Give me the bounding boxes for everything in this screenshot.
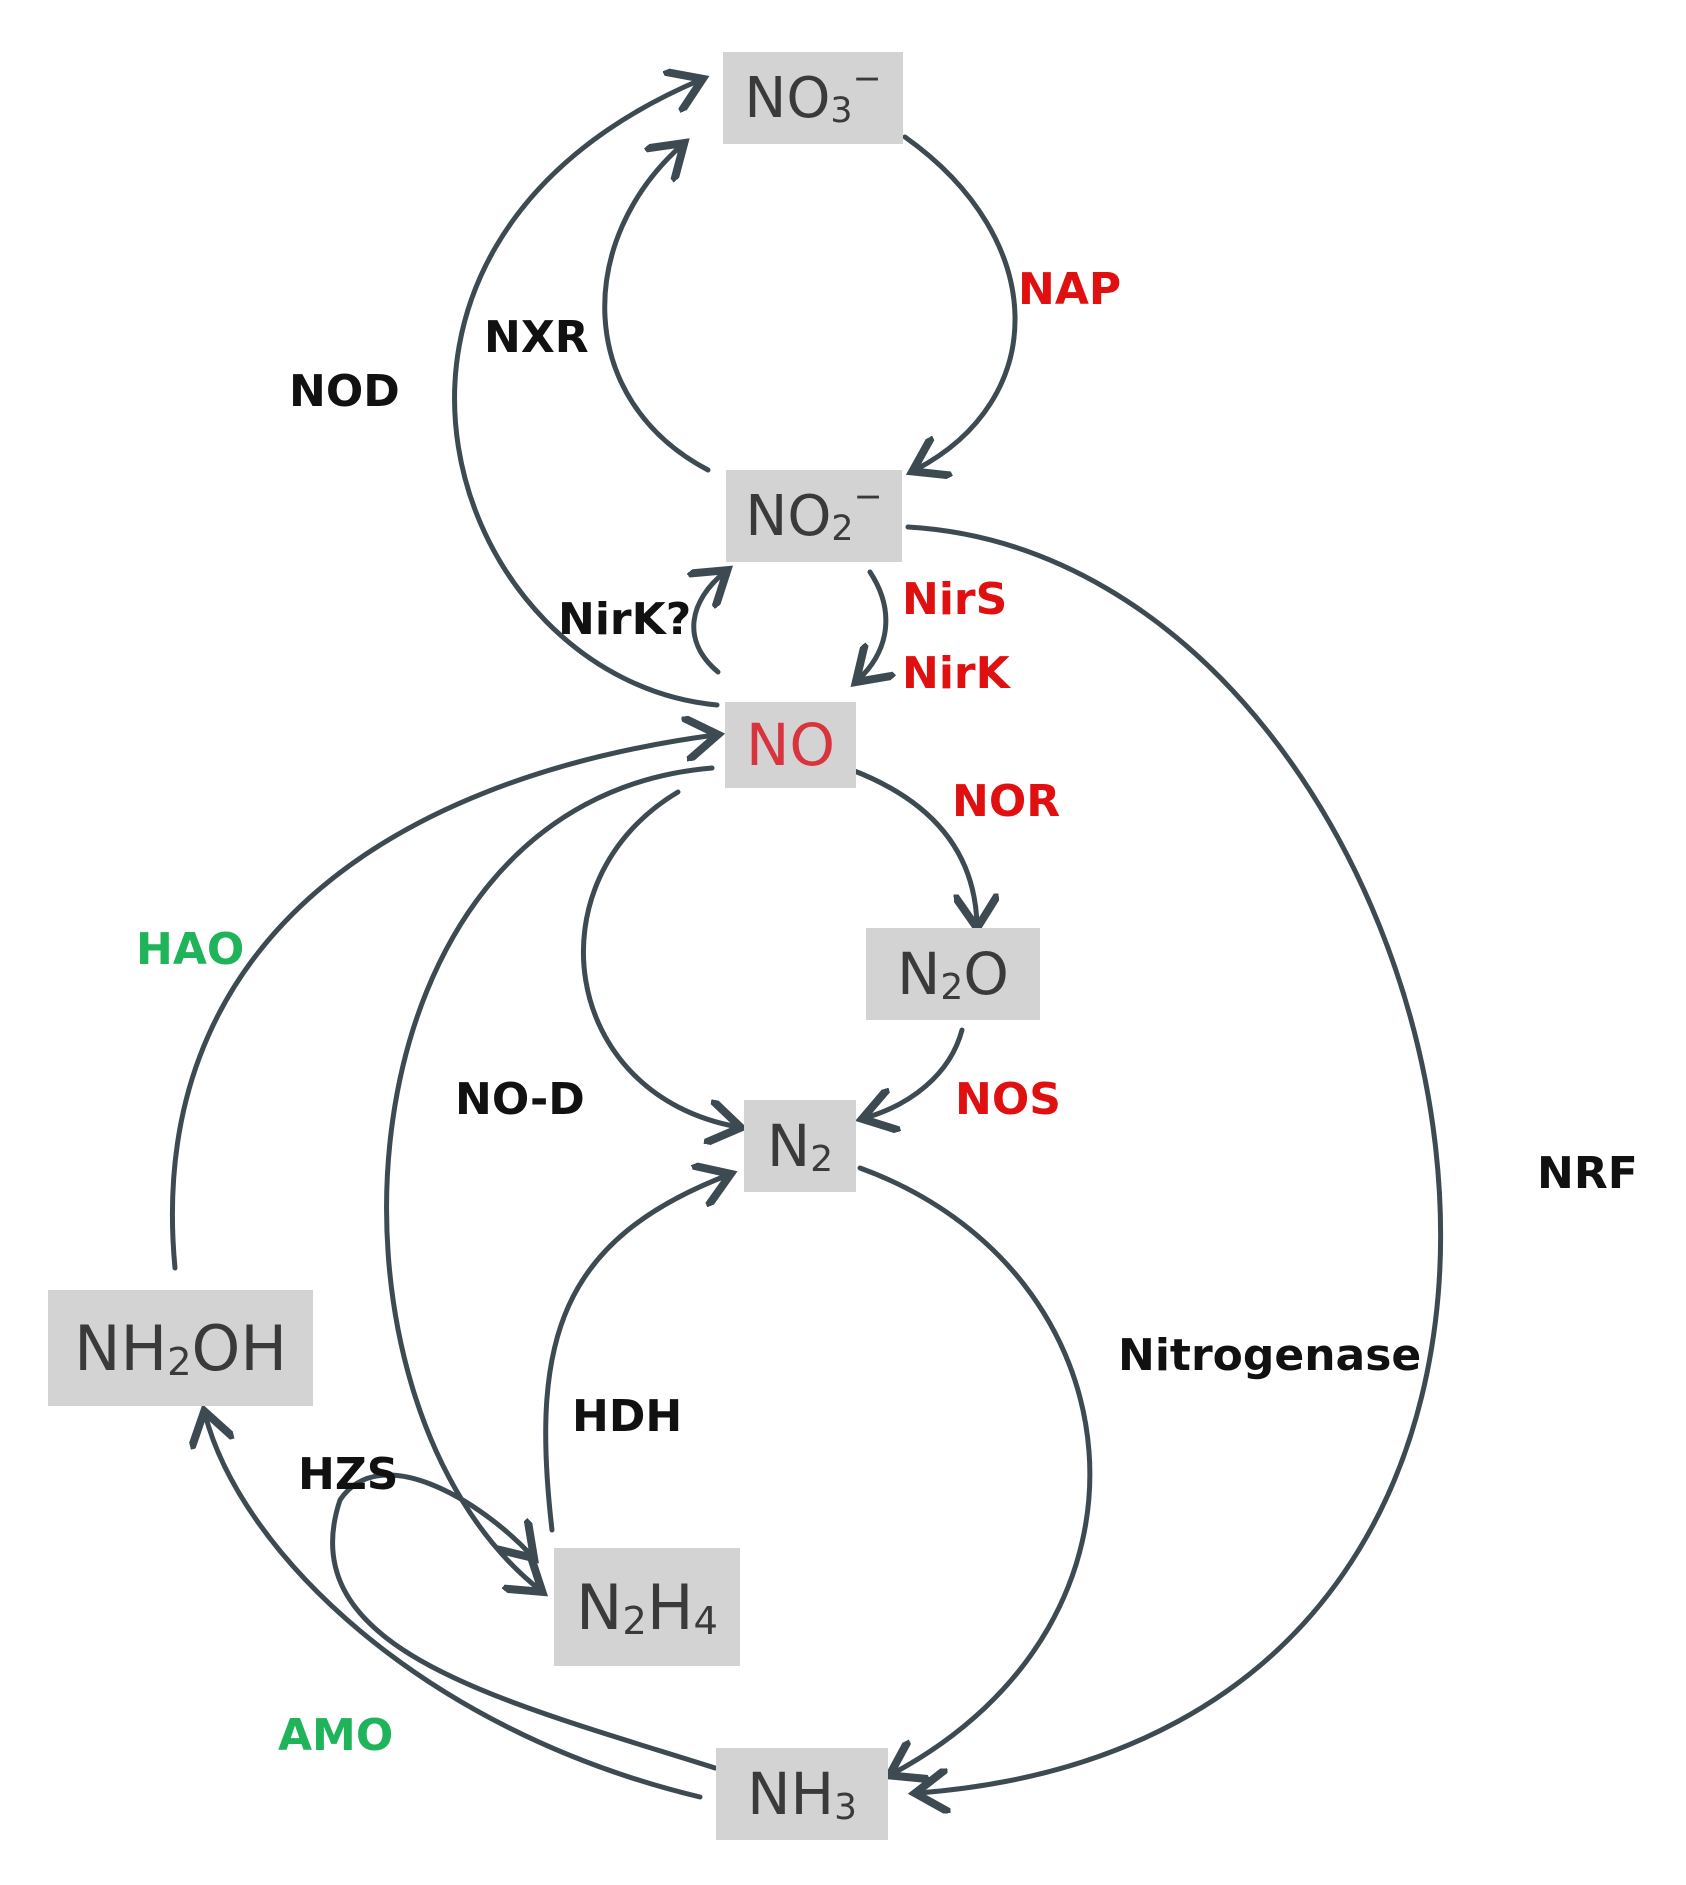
arrow-nirs-nirk	[858, 569, 886, 680]
enzyme-hao: HAO	[136, 924, 245, 975]
arrow-hzs	[330, 1472, 718, 1771]
enzyme-nod: NOD	[289, 366, 400, 417]
arrow-nrf	[905, 524, 1444, 1793]
enzyme-nos: NOS	[955, 1074, 1061, 1125]
enzyme-nrf: NRF	[1537, 1148, 1638, 1199]
arrow-nor	[849, 767, 977, 925]
enzyme-nirk-q: NirK?	[558, 594, 692, 645]
arrow-nitrogenase	[857, 1165, 1093, 1774]
enzyme-nitrogenase: Nitrogenase	[1118, 1330, 1422, 1381]
dinitrogen-label: N	[766, 1112, 811, 1180]
hydroxylamine-label: NH	[74, 1311, 168, 1385]
arrow-nirk-q	[694, 572, 725, 675]
enzyme-nor: NOR	[952, 776, 1061, 827]
nitric-oxide-label: NO	[745, 711, 836, 779]
enzyme-nxr: NXR	[484, 312, 589, 363]
arrow-hdh	[543, 1175, 728, 1533]
enzyme-nirs: NirS	[902, 574, 1008, 625]
arrow-nap	[902, 134, 1018, 470]
enzyme-nirk: NirK	[902, 648, 1010, 699]
arrow-no-to-n2h4	[384, 765, 715, 1590]
enzyme-hzs: HZS	[298, 1449, 399, 1500]
arrow-nxr	[602, 145, 711, 473]
arrow-amo	[205, 1414, 703, 1800]
enzyme-hdh: HDH	[572, 1391, 683, 1442]
arrow-no-d	[581, 789, 738, 1127]
nitrite-label: NO	[745, 483, 832, 549]
arrow-hao	[169, 735, 715, 1271]
arrow-nos	[865, 1027, 965, 1118]
enzyme-no-d: NO-D	[455, 1074, 585, 1125]
arrow-nod	[452, 80, 720, 708]
enzyme-amo: AMO	[278, 1710, 394, 1761]
nitrate-label: NO	[744, 65, 831, 131]
hydrazine-label: N	[576, 1570, 623, 1644]
nitrous-oxide-label: N	[897, 940, 941, 1008]
nitric-oxide-box: NO	[725, 702, 856, 788]
ammonia-label: NH	[747, 1760, 835, 1828]
enzyme-nap: NAP	[1018, 264, 1122, 315]
